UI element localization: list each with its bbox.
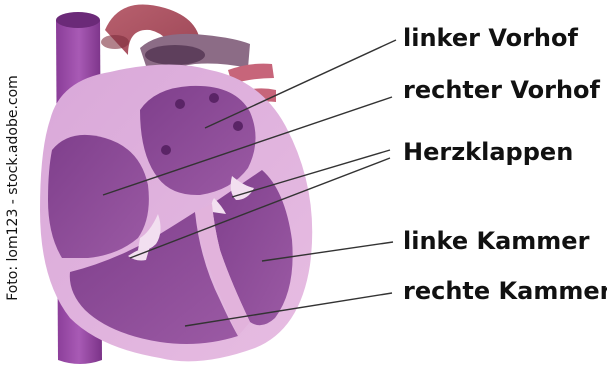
- label-linke-kammer: linke Kammer: [403, 229, 589, 253]
- label-herzklappen: Herzklappen: [403, 140, 573, 164]
- label-rechter-vorhof: rechter Vorhof: [403, 78, 600, 102]
- label-rechte-kammer: rechte Kammer: [403, 279, 607, 303]
- photo-credit: Foto: lom123 - stock.adobe.com: [2, 0, 24, 376]
- label-linker-vorhof: linker Vorhof: [403, 26, 578, 50]
